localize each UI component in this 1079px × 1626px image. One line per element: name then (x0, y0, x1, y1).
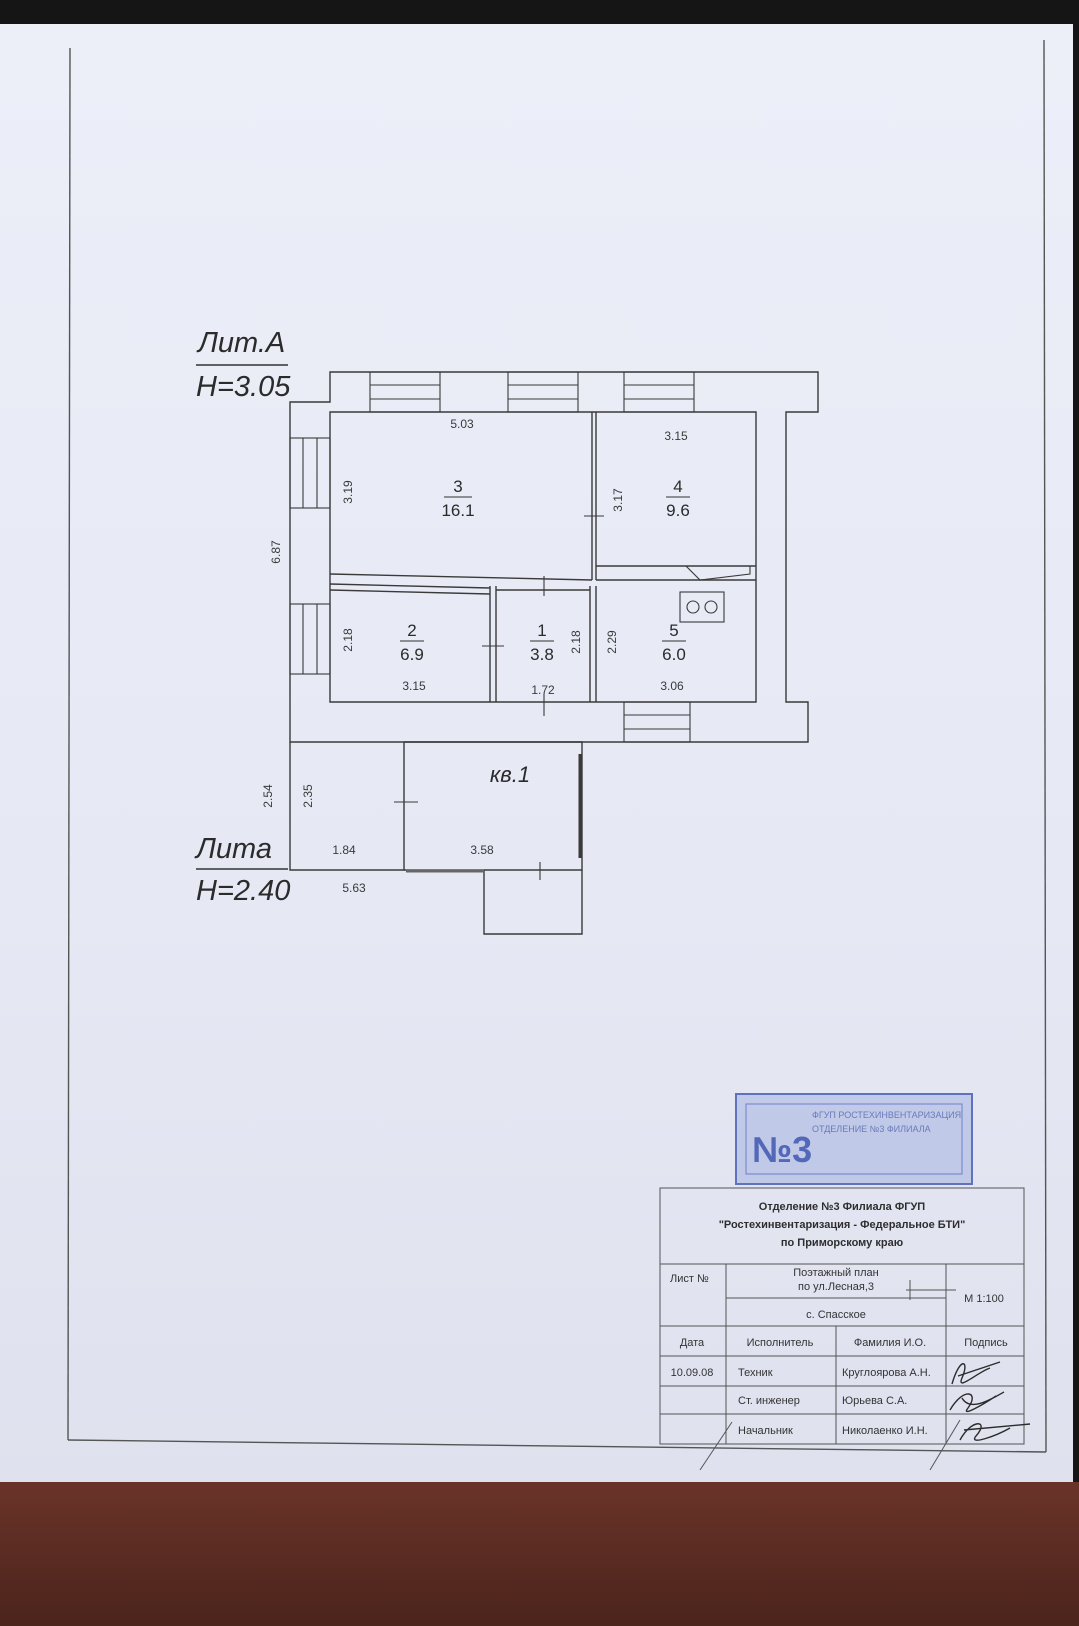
room-5: 5 6.0 (662, 621, 686, 664)
object-line-2: по ул.Лесная,3 (798, 1281, 874, 1293)
room-2-area: 6.9 (400, 645, 424, 664)
frame-bottom (67, 1439, 1047, 1453)
dim-room1-width: 1.72 (531, 683, 555, 697)
frame-left (67, 47, 71, 1441)
row-1-date: 10.09.08 (671, 1367, 714, 1379)
org-line-3: по Приморскому краю (781, 1237, 903, 1249)
object-line-3: с. Спасское (806, 1309, 866, 1321)
dim-room2-width: 3.15 (402, 679, 426, 693)
col-sign: Подпись (964, 1337, 1008, 1349)
apartment-label: кв.1 (490, 762, 530, 787)
dim-annex-left-width: 1.84 (332, 843, 356, 857)
dim-room4-height: 3.17 (611, 488, 625, 512)
org-line-2: "Ростехинвентаризация - Федеральное БТИ" (719, 1219, 966, 1231)
lit-b-height: Н=2.40 (196, 875, 290, 907)
row-3-role: Начальник (738, 1425, 793, 1437)
room-4-area: 9.6 (666, 501, 690, 520)
room-3: 3 16.1 (441, 477, 474, 520)
object-line-1: Поэтажный план (793, 1267, 879, 1279)
table-surface (0, 1482, 1079, 1626)
row-3-name: Николаенко И.Н. (842, 1425, 928, 1437)
lit-b-label: Лита (194, 833, 272, 865)
title-block (659, 1187, 1025, 1471)
dim-annex-inner-height: 2.35 (301, 784, 315, 808)
room-1: 1 3.8 (530, 621, 554, 664)
table-row: Начальник Николаенко И.Н. (738, 1425, 928, 1437)
dim-room1-height: 2.18 (569, 630, 583, 654)
annex-walls (289, 741, 583, 935)
frame-right (1043, 39, 1047, 1453)
row-1-role: Техник (738, 1367, 773, 1379)
dim-annex-outer-height: 2.54 (261, 784, 275, 808)
sheet-number-label: Лист № (670, 1273, 709, 1285)
dim-room2-height: 2.18 (341, 628, 355, 652)
col-date: Дата (680, 1337, 705, 1349)
room-2-number: 2 (407, 621, 416, 640)
room-3-area: 16.1 (441, 501, 474, 520)
room-5-number: 5 (669, 621, 678, 640)
table-row: 10.09.08 Техник Круглоярова А.Н. (671, 1367, 931, 1379)
windows (289, 371, 695, 743)
scale-label: М 1:100 (964, 1293, 1004, 1305)
door-marks (394, 515, 604, 880)
dim-annex-right-width: 3.58 (470, 843, 494, 857)
room-4: 4 9.6 (666, 477, 690, 520)
room-2: 2 6.9 (400, 621, 424, 664)
stove-icon (679, 565, 751, 623)
paper-sheet (0, 24, 1073, 1482)
dim-annex-total-width: 5.63 (342, 881, 366, 895)
org-line-1: Отделение №3 Филиала ФГУП (759, 1201, 926, 1213)
col-executor: Исполнитель (747, 1337, 814, 1349)
office-stamp: ФГУП РОСТЕХИНВЕНТАРИЗАЦИЯ ОТДЕЛЕНИЕ №3 Ф… (735, 1093, 973, 1185)
main-walls (289, 371, 819, 743)
lit-a-height: Н=3.05 (196, 371, 291, 403)
stamp-line-1: ФГУП РОСТЕХИНВЕНТАРИЗАЦИЯ (812, 1110, 961, 1120)
row-1-name: Круглоярова А.Н. (842, 1367, 931, 1379)
dim-total-height: 6.87 (269, 540, 283, 564)
dim-room3-width: 5.03 (450, 417, 474, 431)
room-5-area: 6.0 (662, 645, 686, 664)
lit-a-label: Лит.А (196, 327, 285, 359)
dim-room3-height: 3.19 (341, 480, 355, 504)
room-1-number: 1 (537, 621, 546, 640)
room-4-number: 4 (673, 477, 682, 496)
table-row: Ст. инженер Юрьева С.А. (738, 1395, 907, 1407)
room-1-area: 3.8 (530, 645, 554, 664)
dim-room4-width: 3.15 (664, 429, 688, 443)
row-2-name: Юрьева С.А. (842, 1395, 907, 1407)
stamp-line-2: ОТДЕЛЕНИЕ №3 ФИЛИАЛА (812, 1124, 931, 1134)
row-2-role: Ст. инженер (738, 1395, 800, 1407)
col-name: Фамилия И.О. (854, 1337, 926, 1349)
dim-room5-width: 3.06 (660, 679, 684, 693)
room-3-number: 3 (453, 477, 462, 496)
signatures (949, 1361, 1031, 1441)
stamp-emblem: №3 (752, 1129, 812, 1170)
dim-room5-height: 2.29 (605, 630, 619, 654)
